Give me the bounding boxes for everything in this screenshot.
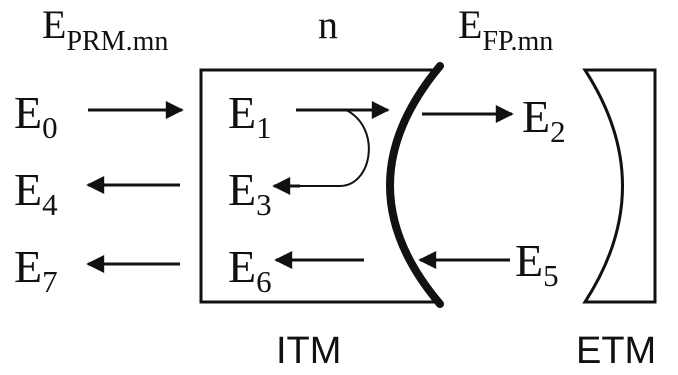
etm-mirror <box>582 68 657 304</box>
field-e3: E3 <box>228 164 272 222</box>
reflection-path-e1-e3 <box>282 109 370 187</box>
label-fp-field: EFP.mn <box>458 2 553 57</box>
itm-mirror-surface <box>386 62 444 308</box>
field-e0: E0 <box>14 87 58 145</box>
field-e6: E6 <box>228 241 272 299</box>
field-e4: E4 <box>14 164 58 222</box>
label-prm-field: EPRM.mn <box>42 2 168 57</box>
field-e1: E1 <box>228 87 272 145</box>
field-e5: E5 <box>515 235 559 293</box>
label-itm: ITM <box>276 330 341 372</box>
label-refractive-index: n <box>318 2 338 47</box>
itm-substrate-box <box>199 68 436 304</box>
label-etm: ETM <box>576 330 656 372</box>
field-e2: E2 <box>522 91 566 149</box>
field-e7: E7 <box>14 241 58 299</box>
